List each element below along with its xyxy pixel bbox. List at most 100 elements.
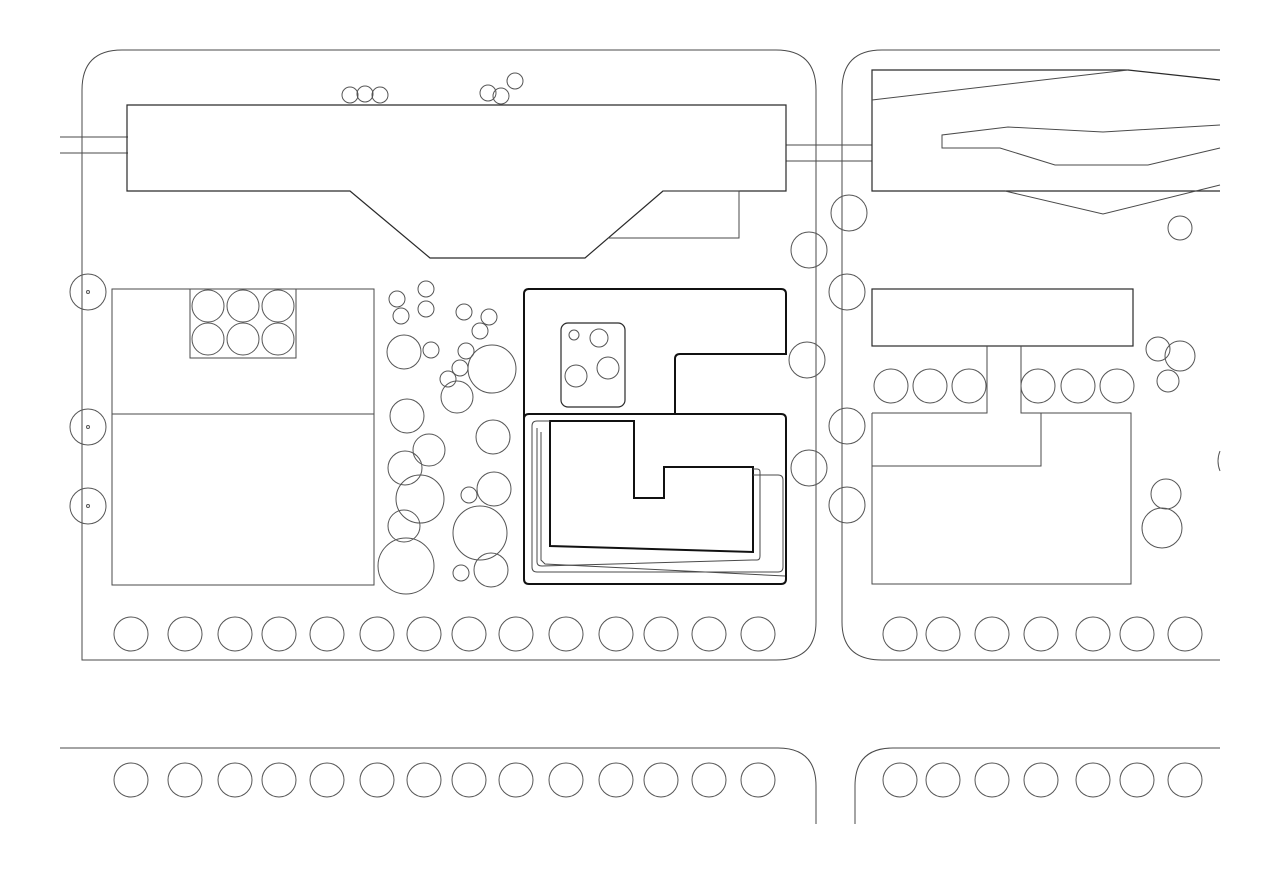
street-tree — [643, 762, 679, 798]
tree — [1150, 478, 1182, 510]
tree — [377, 537, 435, 595]
tree — [387, 450, 423, 486]
street-tree — [309, 616, 345, 652]
street-tree — [217, 616, 253, 652]
street-tree — [406, 762, 442, 798]
trees — [69, 72, 1221, 595]
layered-outline-1 — [531, 420, 784, 573]
tree — [1145, 336, 1171, 362]
tree — [460, 486, 478, 504]
street-tree — [359, 762, 395, 798]
tree — [790, 231, 828, 269]
tree — [492, 87, 510, 105]
tree — [69, 408, 107, 446]
tree — [1164, 340, 1196, 372]
street-tree — [498, 616, 534, 652]
small-court — [560, 322, 626, 408]
tree — [226, 289, 260, 323]
right-top-roofline — [871, 69, 1129, 101]
street-tree — [1119, 616, 1155, 652]
street-tree — [261, 616, 297, 652]
tree — [467, 344, 517, 394]
street-tree — [598, 762, 634, 798]
right-building-stem — [872, 346, 1041, 414]
street-tree — [1167, 616, 1203, 652]
street-tree — [217, 762, 253, 798]
tree — [1099, 368, 1135, 404]
street-tree — [113, 762, 149, 798]
street-tree — [167, 616, 203, 652]
street-tree — [1023, 616, 1059, 652]
tree — [457, 342, 475, 360]
tree — [395, 474, 445, 524]
street-tree — [598, 616, 634, 652]
bottom-left-block-edge — [60, 747, 817, 824]
street-tree — [309, 762, 345, 798]
tree — [226, 322, 260, 356]
left-building-lower — [111, 413, 375, 586]
street-tree — [498, 762, 534, 798]
left-bridge — [60, 136, 128, 154]
tree — [439, 370, 457, 388]
tree — [951, 368, 987, 404]
street-tree — [548, 762, 584, 798]
tree — [564, 364, 588, 388]
tree — [455, 303, 473, 321]
tree — [828, 486, 866, 524]
tree — [1217, 450, 1221, 472]
tree — [69, 273, 107, 311]
street-tree — [359, 616, 395, 652]
tree — [830, 194, 868, 232]
street-tree — [925, 616, 961, 652]
right-top-wedge — [941, 124, 1221, 166]
building-wing — [608, 190, 740, 239]
right-building-bar — [871, 288, 1134, 347]
tree — [589, 328, 609, 348]
tree — [392, 307, 410, 325]
street-tree — [974, 616, 1010, 652]
street-tree — [548, 616, 584, 652]
right-top-building — [871, 69, 1221, 192]
street-tree — [691, 762, 727, 798]
layered-outline-3 — [540, 432, 786, 577]
bottom-right-block-edge — [854, 747, 1220, 824]
tree — [452, 505, 508, 561]
street-tree — [691, 616, 727, 652]
tree — [1167, 215, 1193, 241]
tree — [788, 341, 826, 379]
street-tree — [925, 762, 961, 798]
tree — [1156, 369, 1180, 393]
tree — [475, 419, 511, 455]
central-complex-frame — [523, 288, 787, 585]
tree — [440, 380, 474, 414]
main-building — [126, 104, 787, 259]
tree — [480, 308, 498, 326]
tree — [371, 86, 389, 104]
tree — [356, 85, 374, 103]
tree — [476, 471, 512, 507]
street-tree — [1167, 762, 1203, 798]
tree — [341, 86, 359, 104]
street-tree — [740, 762, 776, 798]
tree — [506, 72, 524, 90]
street-tree — [882, 762, 918, 798]
right-top-chevron — [1004, 184, 1221, 215]
left-block-outline — [81, 49, 817, 661]
tree — [873, 368, 909, 404]
tree — [1141, 507, 1183, 549]
tree — [387, 509, 421, 543]
tree — [386, 334, 422, 370]
tree — [479, 84, 497, 102]
tree — [568, 329, 580, 341]
tree — [86, 290, 90, 294]
tree — [417, 300, 435, 318]
street-tree — [1075, 762, 1111, 798]
tree — [422, 341, 440, 359]
middle-bridge — [786, 144, 872, 162]
street-tree — [974, 762, 1010, 798]
street-tree — [113, 616, 149, 652]
tree — [828, 273, 866, 311]
tree — [412, 433, 446, 467]
tree — [191, 322, 225, 356]
